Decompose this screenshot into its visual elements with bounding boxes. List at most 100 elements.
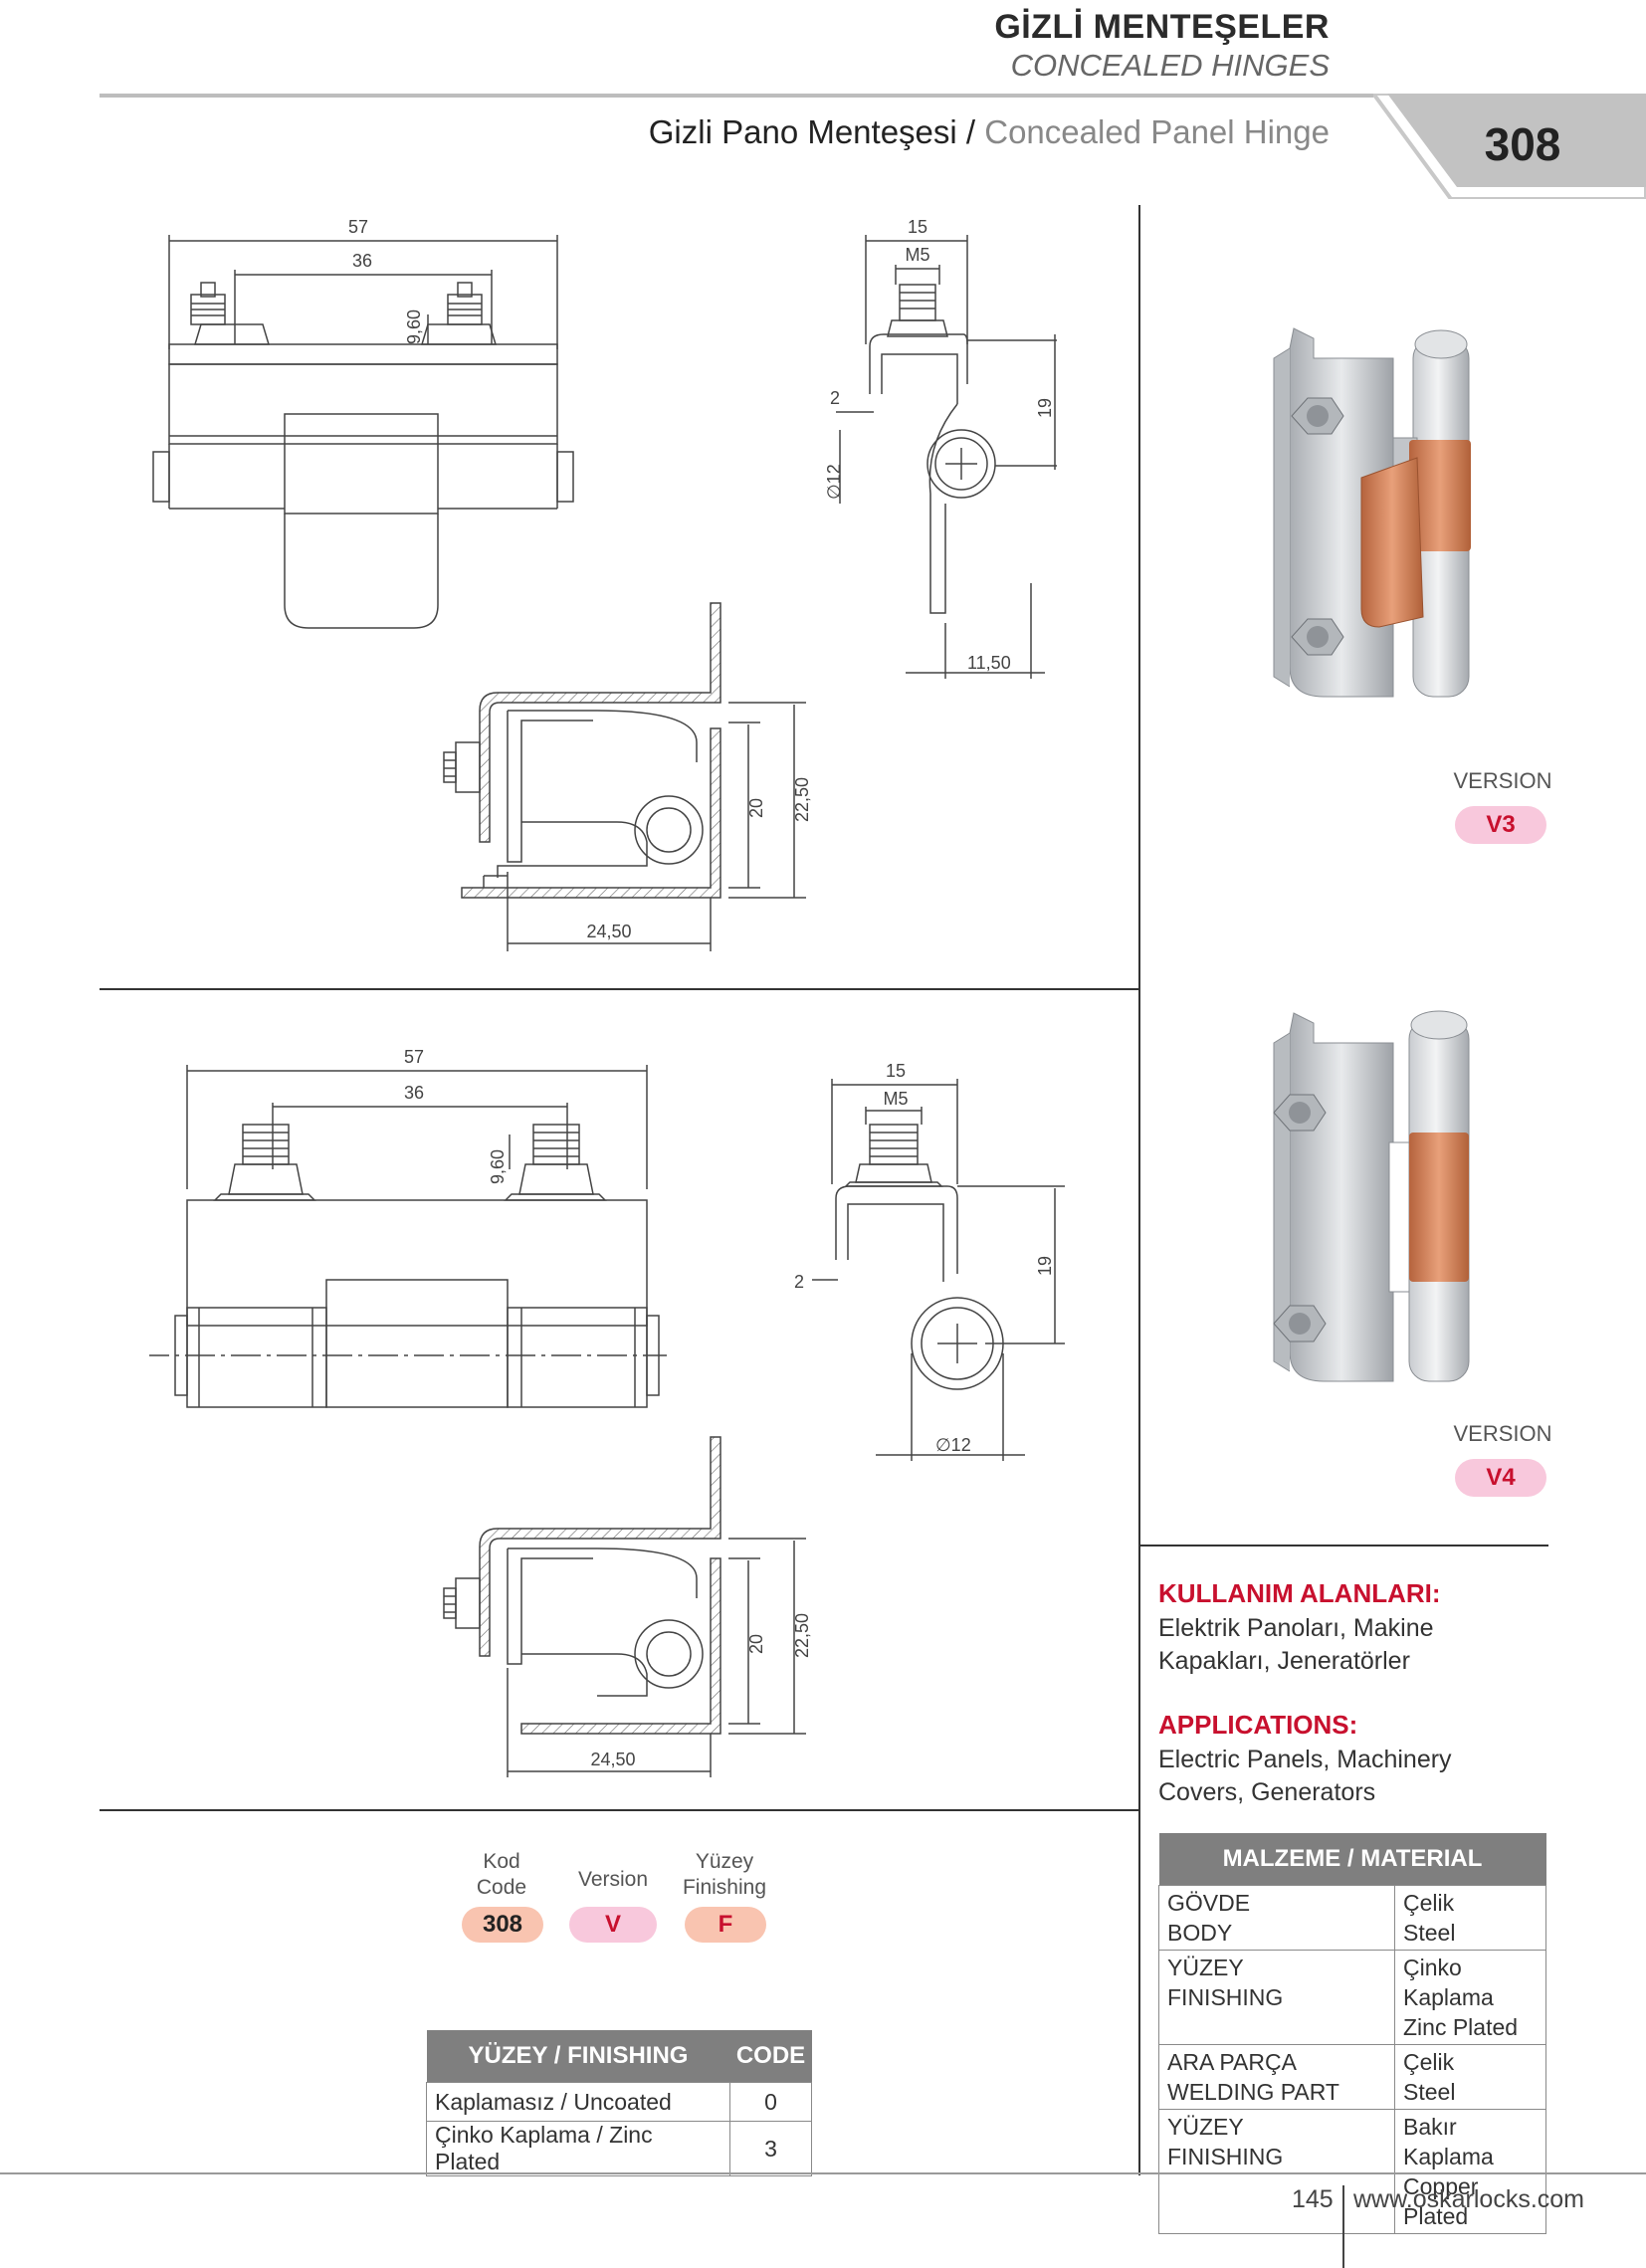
- material-value-en: Zinc Plated: [1403, 2014, 1519, 2040]
- dim-side-height-v4: 19: [1035, 1256, 1055, 1276]
- product-photo-v3: [1273, 327, 1471, 698]
- side-view-drawing-v3: 15 M5 2 ∅12 19 11,50: [824, 217, 1057, 679]
- dim-outer-height-v4: 22,50: [792, 1613, 812, 1658]
- table-row: ARA PARÇA WELDING PART Çelik Steel: [1158, 2044, 1546, 2110]
- catalog-title-en: CONCEALED HINGES: [1010, 48, 1330, 83]
- material-value-tr: Çelik: [1403, 2049, 1455, 2075]
- dim-bolt-height-v4: 9,60: [488, 1149, 508, 1184]
- applications-title-tr: KULLANIM ALANLARI:: [1158, 1578, 1441, 1608]
- kod-label: Kod Code: [462, 1849, 541, 1901]
- material-part-en: BODY: [1167, 1920, 1233, 1946]
- material-part-tr: YÜZEY: [1167, 1955, 1244, 1980]
- material-table: MALZEME / MATERIAL GÖVDE BODY Çelik Stee…: [1158, 1833, 1546, 2234]
- material-value-tr: Çinko Kaplama: [1403, 1955, 1494, 2010]
- version-badge-v4: V4: [1455, 1459, 1546, 1497]
- material-table-header: MALZEME / MATERIAL: [1158, 1833, 1546, 1886]
- side-view-drawing-v4: 15 M5 2 19 ∅12: [794, 1061, 1065, 1461]
- table-row: YÜZEY FINISHING Çinko Kaplama Zinc Plate…: [1158, 1950, 1546, 2045]
- material-part: YÜZEY FINISHING: [1158, 1950, 1395, 2045]
- finishing-name: Kaplamasız / Uncoated: [426, 2082, 730, 2122]
- finishing-label-tr: Yüzey: [695, 1850, 754, 1873]
- footer-rule: [0, 2172, 1646, 2174]
- finishing-code: 0: [729, 2082, 812, 2122]
- dim-offset: 11,50: [967, 653, 1011, 673]
- catalog-title-tr: GİZLİ MENTEŞELER: [994, 8, 1330, 46]
- dim-inner-height: 20: [746, 798, 766, 818]
- dim-bolt-height: 9,60: [404, 309, 424, 344]
- front-view-drawing-v4: 57 36 9,60: [149, 1047, 667, 1408]
- kod-label-tr: Kod: [483, 1850, 520, 1873]
- material-part: YÜZEY FINISHING: [1158, 2109, 1395, 2234]
- section-view-drawing-v4: 20 22,50 24,50: [443, 1436, 812, 1777]
- material-value-en: Copper Plated: [1403, 2173, 1479, 2229]
- section-view-drawing-v3: 20 22,50 24,50: [443, 602, 812, 951]
- material-value: Çelik Steel: [1394, 1885, 1546, 1951]
- material-value: Çelik Steel: [1394, 2044, 1546, 2110]
- finishing-code-header: CODE: [729, 2030, 812, 2083]
- material-value: Çinko Kaplama Zinc Plated: [1394, 1950, 1546, 2045]
- product-title-en: Concealed Panel Hinge: [984, 113, 1330, 150]
- dim-side-width: 15: [908, 217, 927, 237]
- table-row: Kaplamasız / Uncoated 0: [426, 2082, 812, 2122]
- material-value-tr: Bakır Kaplama: [1403, 2114, 1494, 2169]
- applications-text-en: Electric Panels, Machinery Covers, Gener…: [1158, 1746, 1452, 1806]
- material-part-en: FINISHING: [1167, 1984, 1284, 2010]
- finishing-name: Çinko Kaplama / Zinc Plated: [426, 2121, 730, 2176]
- dim-overall-width: 57: [348, 217, 368, 237]
- finishing-table-header: YÜZEY / FINISHING: [426, 2030, 730, 2083]
- kod-value-pill: 308: [462, 1907, 543, 1943]
- material-value: Bakır Kaplama Copper Plated: [1394, 2109, 1546, 2234]
- material-part-tr: GÖVDE: [1167, 1890, 1251, 1916]
- finishing-label-en: Finishing: [682, 1876, 767, 1899]
- dim-overall-width-v4: 57: [404, 1047, 424, 1067]
- version-badge-v3: V3: [1455, 806, 1546, 844]
- applications-title-en: APPLICATIONS:: [1158, 1710, 1358, 1740]
- dim-inner-height-v4: 20: [746, 1634, 766, 1654]
- material-part-tr: YÜZEY: [1167, 2114, 1244, 2140]
- drawing-divider-2: [100, 1809, 1138, 1811]
- drawing-divider-1: [100, 988, 1138, 990]
- footer-separator: [1342, 2185, 1344, 2268]
- dim-thread-v4: M5: [883, 1089, 908, 1109]
- table-row: Çinko Kaplama / Zinc Plated 3: [426, 2121, 812, 2176]
- website-link[interactable]: www.oskarlocks.com: [1353, 2185, 1584, 2213]
- dim-pin-diameter-v4: ∅12: [935, 1435, 971, 1455]
- material-part: ARA PARÇA WELDING PART: [1158, 2044, 1395, 2110]
- front-view-drawing-v3: 57 36 9,60: [152, 217, 574, 629]
- product-code: 308: [1484, 118, 1561, 170]
- dim-side-width-v4: 15: [886, 1061, 906, 1081]
- table-row: GÖVDE BODY Çelik Steel: [1158, 1885, 1546, 1951]
- material-part-en: WELDING PART: [1167, 2079, 1339, 2105]
- applications-text-tr: Elektrik Panoları, Makine Kapakları, Jen…: [1158, 1614, 1434, 1675]
- finishing-label: Yüzey Finishing: [673, 1849, 776, 1901]
- version-value-pill: V: [569, 1907, 657, 1943]
- dim-bolt-spacing: 36: [352, 251, 372, 271]
- dim-thread: M5: [905, 245, 929, 265]
- product-code-tab: [1373, 94, 1646, 199]
- vertical-divider: [1138, 205, 1140, 2175]
- dim-outer-height: 22,50: [792, 777, 812, 822]
- header-rule: [100, 94, 1373, 98]
- product-title: Gizli Pano Menteşesi / Concealed Panel H…: [649, 113, 1330, 151]
- finishing-code: 3: [729, 2121, 812, 2176]
- dim-thickness: 2: [830, 388, 840, 408]
- material-part-tr: ARA PARÇA: [1167, 2049, 1297, 2075]
- dim-section-width: 24,50: [586, 922, 631, 941]
- finishing-table: YÜZEY / FINISHING CODE Kaplamasız / Unco…: [426, 2030, 812, 2176]
- dim-bolt-spacing-v4: 36: [404, 1083, 424, 1103]
- dim-section-width-v4: 24,50: [590, 1750, 635, 1769]
- product-photo-v4: [1273, 1010, 1470, 1382]
- material-value-en: Steel: [1403, 2079, 1456, 2105]
- version-label-v4: VERSION: [1453, 1421, 1552, 1446]
- dim-side-height: 19: [1035, 398, 1055, 418]
- kod-label-en: Code: [476, 1876, 527, 1899]
- version-label-v3: VERSION: [1453, 768, 1552, 793]
- finishing-value-pill: F: [685, 1907, 766, 1943]
- page-number: 145: [1292, 2185, 1334, 2213]
- dim-thickness-v4: 2: [794, 1272, 804, 1292]
- material-part: GÖVDE BODY: [1158, 1885, 1395, 1951]
- dim-pin-diameter: ∅12: [824, 464, 844, 500]
- material-value-tr: Çelik: [1403, 1890, 1455, 1916]
- product-title-tr: Gizli Pano Menteşesi /: [648, 113, 976, 150]
- version-label: Version: [577, 1868, 649, 1891]
